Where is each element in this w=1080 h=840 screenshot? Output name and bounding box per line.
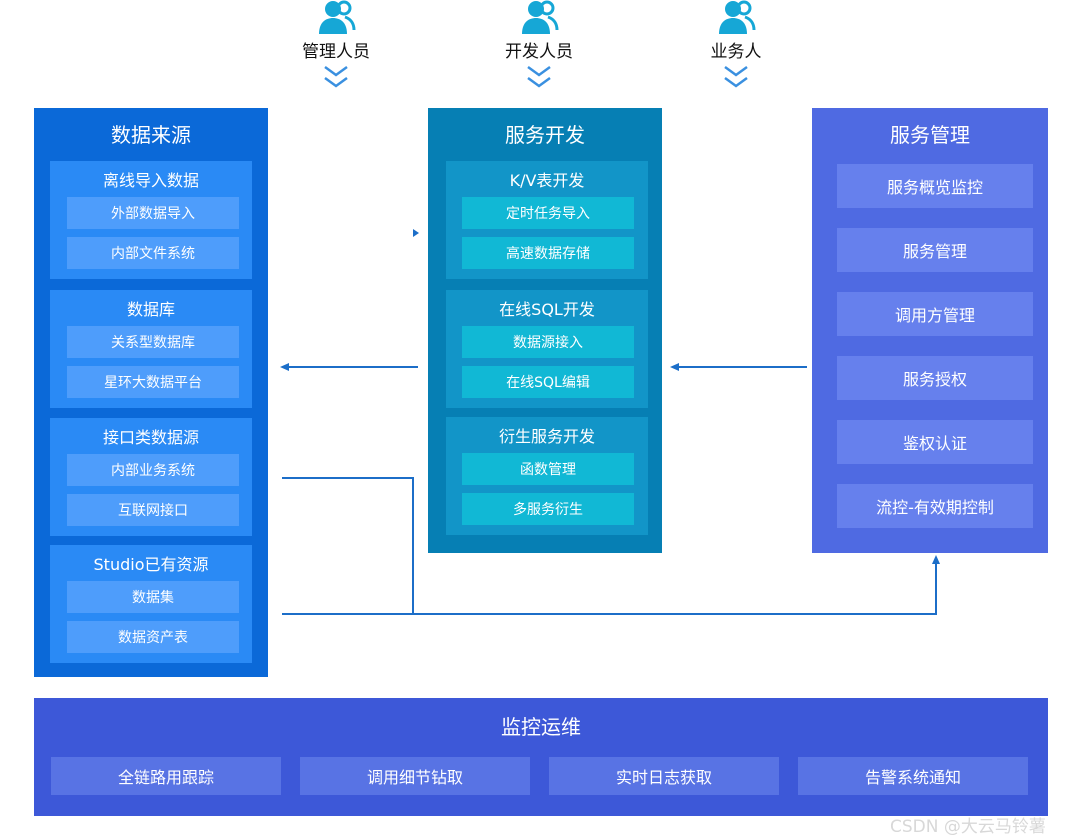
group-title: 接口类数据源 — [102, 428, 199, 447]
mgmt-panel: 服务管理 服务概览监控 服务管理 调用方管理 服务授权 鉴权认证 流控-有效期控… — [812, 108, 1048, 553]
item-chip[interactable]: 外部数据导入 — [67, 197, 239, 229]
role-business: 业务人 — [676, 0, 796, 94]
panel-title: 监控运维 — [501, 714, 581, 739]
pointer-marker-icon — [413, 229, 419, 237]
dev-group-derived: 衍生服务开发 函数管理 多服务衍生 — [446, 417, 648, 535]
item-chip[interactable]: 关系型数据库 — [67, 326, 239, 358]
datasource-group-studio: Studio已有资源 数据集 数据资产表 — [50, 545, 252, 663]
ops-item[interactable]: 调用细节钻取 — [300, 757, 530, 795]
item-chip[interactable]: 多服务衍生 — [462, 493, 634, 525]
mgmt-item[interactable]: 服务管理 — [837, 228, 1033, 272]
group-title: 在线SQL开发 — [499, 300, 595, 319]
item-chip[interactable]: 互联网接口 — [67, 494, 239, 526]
chevron-down-icon — [527, 65, 551, 88]
chevron-down-icon — [724, 65, 748, 88]
watermark: CSDN @大云马铃薯 — [890, 817, 1046, 837]
item-chip[interactable]: 数据资产表 — [67, 621, 239, 653]
arrowhead-left-icon — [670, 363, 679, 371]
mgmt-item[interactable]: 鉴权认证 — [837, 420, 1033, 464]
group-title: 衍生服务开发 — [498, 427, 595, 446]
dev-group-sql: 在线SQL开发 数据源接入 在线SQL编辑 — [446, 290, 648, 408]
datasource-group-offline: 离线导入数据 外部数据导入 内部文件系统 — [50, 161, 252, 279]
role-managers: 管理人员 — [276, 0, 396, 94]
datasource-panel: 数据来源 离线导入数据 外部数据导入 内部文件系统 数据库 关系型数据库 星环大… — [34, 108, 268, 677]
item-chip[interactable]: 函数管理 — [462, 453, 634, 485]
datasource-group-database: 数据库 关系型数据库 星环大数据平台 — [50, 290, 252, 408]
panel-title: 数据来源 — [111, 122, 191, 147]
item-chip[interactable]: 在线SQL编辑 — [462, 366, 634, 398]
item-chip[interactable]: 定时任务导入 — [462, 197, 634, 229]
panel-title: 服务管理 — [890, 122, 970, 147]
item-chip[interactable]: 高速数据存储 — [462, 237, 634, 269]
user-group-icon — [719, 0, 756, 34]
dev-panel: 服务开发 K/V表开发 定时任务导入 高速数据存储 在线SQL开发 数据源接入 … — [428, 108, 662, 553]
dev-group-kv: K/V表开发 定时任务导入 高速数据存储 — [446, 161, 648, 279]
route-datasource-to-mgmt — [282, 477, 414, 613]
mgmt-item[interactable]: 服务概览监控 — [837, 164, 1033, 208]
item-chip[interactable]: 星环大数据平台 — [67, 366, 239, 398]
user-group-icon — [319, 0, 356, 34]
group-title: Studio已有资源 — [93, 555, 209, 574]
panel-title: 服务开发 — [505, 122, 585, 147]
arrowhead-left-icon — [280, 363, 289, 371]
role-label: 业务人 — [710, 42, 762, 62]
mgmt-item[interactable]: 调用方管理 — [837, 292, 1033, 336]
item-chip[interactable]: 内部业务系统 — [67, 454, 239, 486]
group-title: 数据库 — [126, 300, 175, 319]
mgmt-item[interactable]: 服务授权 — [837, 356, 1033, 400]
group-title: 离线导入数据 — [102, 171, 199, 190]
ops-item[interactable]: 告警系统通知 — [798, 757, 1028, 795]
item-chip[interactable]: 内部文件系统 — [67, 237, 239, 269]
item-chip[interactable]: 数据集 — [67, 581, 239, 613]
mgmt-item[interactable]: 流控-有效期控制 — [837, 484, 1033, 528]
role-label: 管理人员 — [302, 42, 370, 62]
ops-panel: 监控运维 全链路用跟踪 调用细节钻取 实时日志获取 告警系统通知 — [34, 698, 1048, 816]
ops-item[interactable]: 实时日志获取 — [549, 757, 779, 795]
user-group-icon — [522, 0, 559, 34]
route-datasource-to-mgmt — [282, 562, 937, 615]
datasource-group-api: 接口类数据源 内部业务系统 互联网接口 — [50, 418, 252, 536]
item-chip[interactable]: 数据源接入 — [462, 326, 634, 358]
arrowhead-up-icon — [932, 555, 940, 564]
group-title: K/V表开发 — [509, 171, 585, 190]
chevron-down-icon — [324, 65, 348, 88]
role-label: 开发人员 — [505, 42, 573, 62]
ops-item[interactable]: 全链路用跟踪 — [51, 757, 281, 795]
role-developers: 开发人员 — [479, 0, 599, 94]
